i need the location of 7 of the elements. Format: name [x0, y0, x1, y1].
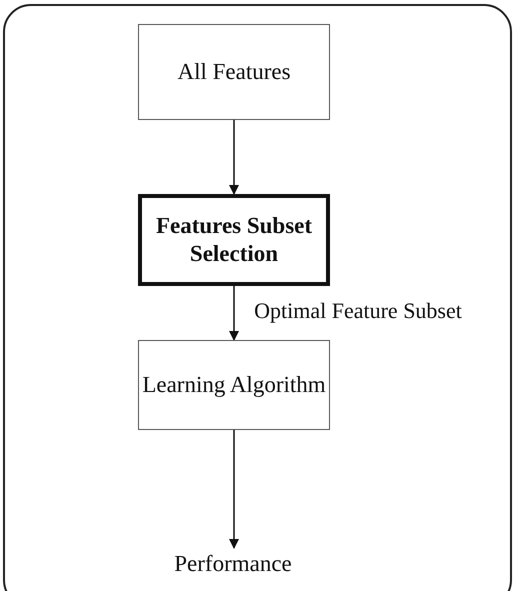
process-box: Learning Algorithm — [138, 340, 330, 430]
process-box: All Features — [138, 24, 330, 120]
arrow — [229, 286, 239, 341]
arrow — [229, 430, 239, 549]
arrow — [229, 120, 239, 195]
process-box: Features Subset Selection — [138, 194, 330, 286]
output-text: Performance — [140, 548, 326, 580]
